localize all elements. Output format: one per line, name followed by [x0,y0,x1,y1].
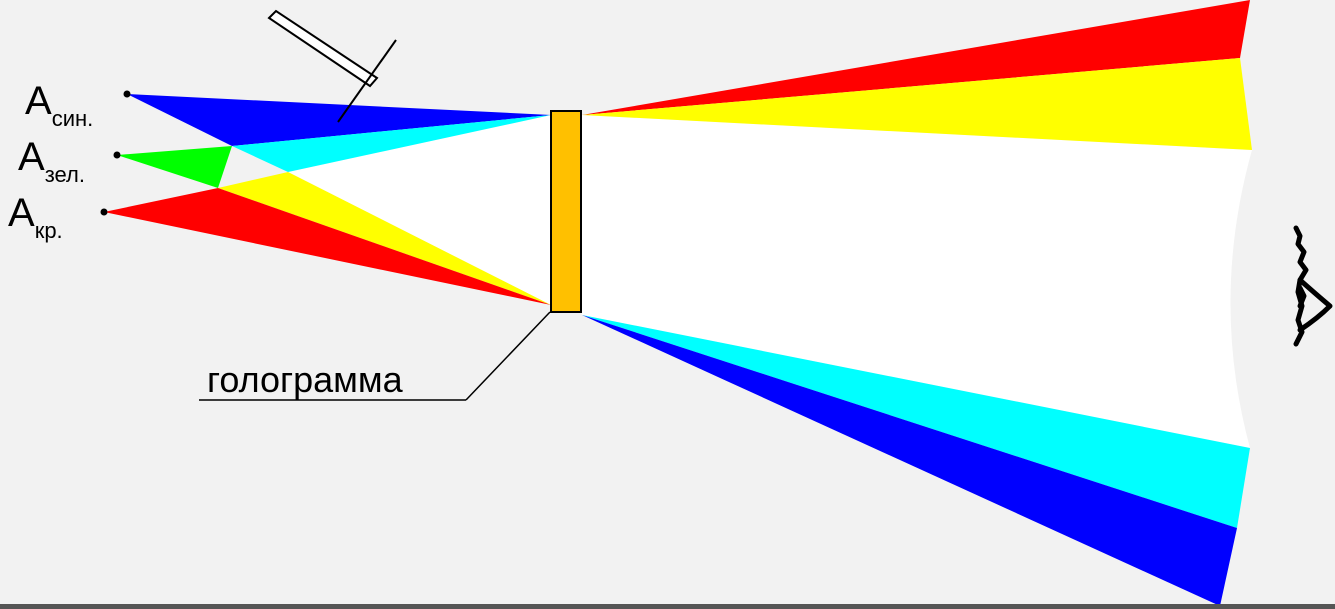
green-cone [117,146,232,188]
source-label-red: Aкр. [8,191,63,243]
source-point-blue [124,91,131,98]
eye-icon [1296,228,1330,344]
bottom-border [0,604,1335,609]
source-label-green: Aзел. [18,135,85,187]
source-point-green [114,152,121,159]
source-point-red [101,209,108,216]
source-label-blue: Aсин. [25,79,93,131]
hologram-label: голограмма [207,359,404,400]
hologram-plate [551,111,581,312]
